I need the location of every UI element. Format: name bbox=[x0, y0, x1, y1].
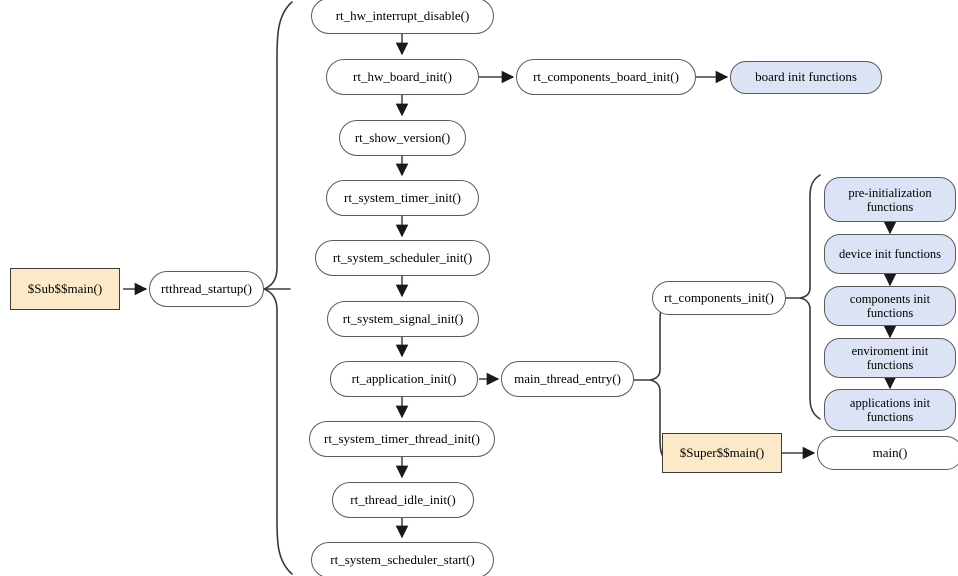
node-rt-components-board-init[interactable]: rt_components_board_init() bbox=[516, 59, 696, 95]
node-label: rt_components_init() bbox=[664, 289, 774, 305]
node-label: main() bbox=[872, 444, 908, 460]
node-label: rt_show_version() bbox=[354, 129, 451, 145]
node-label: rt_system_timer_init() bbox=[344, 189, 461, 205]
node-label: rt_system_scheduler_init() bbox=[332, 249, 473, 265]
node-rt-thread-idle-init[interactable]: rt_thread_idle_init() bbox=[332, 482, 474, 518]
node-label: pre-initialization functions bbox=[848, 185, 932, 214]
node-rt-components-init[interactable]: rt_components_init() bbox=[652, 281, 786, 315]
node-rt-system-scheduler-start[interactable]: rt_system_scheduler_start() bbox=[311, 542, 494, 576]
node-label: rtthread_startup() bbox=[161, 280, 252, 296]
node-main-thread-entry[interactable]: main_thread_entry() bbox=[501, 361, 634, 397]
node-label: $Super$$main() bbox=[679, 444, 765, 460]
node-sub-main[interactable]: $Sub$$main() bbox=[10, 268, 120, 310]
node-rt-hw-board-init[interactable]: rt_hw_board_init() bbox=[326, 59, 479, 95]
node-rt-system-signal-init[interactable]: rt_system_signal_init() bbox=[327, 301, 479, 337]
node-device-init-functions[interactable]: device init functions bbox=[824, 234, 956, 274]
node-rt-system-timer-thread-init[interactable]: rt_system_timer_thread_init() bbox=[309, 421, 495, 457]
node-board-init-functions[interactable]: board init functions bbox=[730, 61, 882, 94]
node-label: rt_components_board_init() bbox=[533, 68, 679, 84]
node-label: rt_system_scheduler_start() bbox=[330, 551, 475, 567]
node-label: components init functions bbox=[849, 292, 931, 320]
node-rt-system-scheduler-init[interactable]: rt_system_scheduler_init() bbox=[315, 240, 490, 276]
node-pre-initialization-functions[interactable]: pre-initialization functions bbox=[824, 177, 956, 222]
node-rt-hw-interrupt-disable[interactable]: rt_hw_interrupt_disable() bbox=[311, 0, 494, 34]
node-label: $Sub$$main() bbox=[27, 280, 103, 296]
node-super-main[interactable]: $Super$$main() bbox=[662, 433, 782, 473]
node-main[interactable]: main() bbox=[817, 436, 958, 470]
node-label: board init functions bbox=[755, 69, 857, 85]
node-label: device init functions bbox=[838, 247, 942, 261]
node-rt-show-version[interactable]: rt_show_version() bbox=[339, 120, 466, 156]
node-label: enviroment init functions bbox=[851, 344, 929, 372]
node-rtthread-startup[interactable]: rtthread_startup() bbox=[149, 271, 264, 307]
node-label: applications init functions bbox=[849, 396, 931, 424]
node-label: rt_system_timer_thread_init() bbox=[324, 430, 480, 446]
node-components-init-functions[interactable]: components init functions bbox=[824, 286, 956, 326]
node-enviroment-init-functions[interactable]: enviroment init functions bbox=[824, 338, 956, 378]
components-init-brace bbox=[785, 174, 821, 420]
node-rt-system-timer-init[interactable]: rt_system_timer_init() bbox=[326, 180, 479, 216]
node-label: rt_thread_idle_init() bbox=[350, 491, 456, 507]
node-applications-init-functions[interactable]: applications init functions bbox=[824, 389, 956, 431]
startup-chain-brace bbox=[261, 1, 293, 575]
node-label: rt_application_init() bbox=[351, 370, 457, 386]
node-label: rt_hw_board_init() bbox=[353, 68, 452, 84]
node-rt-application-init[interactable]: rt_application_init() bbox=[330, 361, 478, 397]
node-label: rt_system_signal_init() bbox=[342, 310, 464, 326]
node-label: main_thread_entry() bbox=[514, 370, 621, 386]
node-label: rt_hw_interrupt_disable() bbox=[335, 7, 470, 23]
